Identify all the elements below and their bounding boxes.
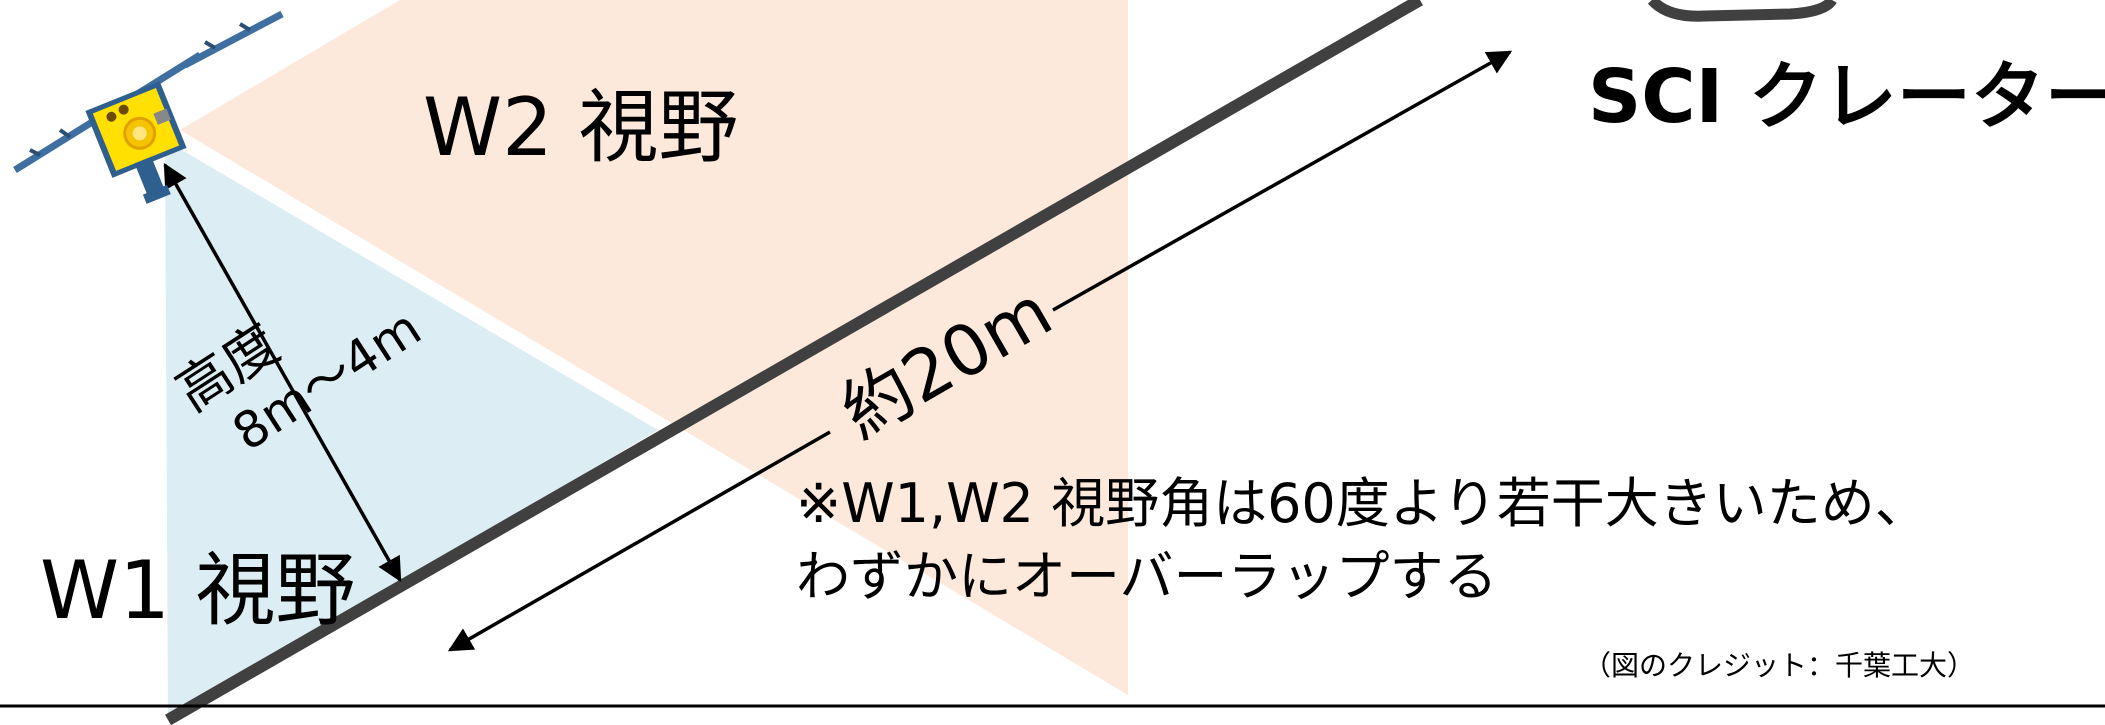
w1-view-label: W1 視野 <box>40 544 355 637</box>
overlap-note-line2: わずかにオーバーラップする <box>796 545 1497 608</box>
ground-line <box>165 0 1423 725</box>
altitude-arrow <box>163 162 402 583</box>
w2-fov-region <box>180 0 1128 695</box>
crater-label: SCI クレーター <box>1588 54 2105 140</box>
dcam3-camera-icon <box>13 10 284 204</box>
overlap-note-line1: ※W1,W2 視野角は60度より若干大きいため、 <box>796 472 1929 535</box>
distance-arrow-segment-lower <box>447 430 831 652</box>
crater-outline <box>1647 0 1837 22</box>
distance-arrow-segment-upper <box>1052 50 1513 312</box>
w2-view-label: W2 視野 <box>423 81 738 174</box>
image-credit: （図のクレジット：千葉工大） <box>1583 649 1975 682</box>
